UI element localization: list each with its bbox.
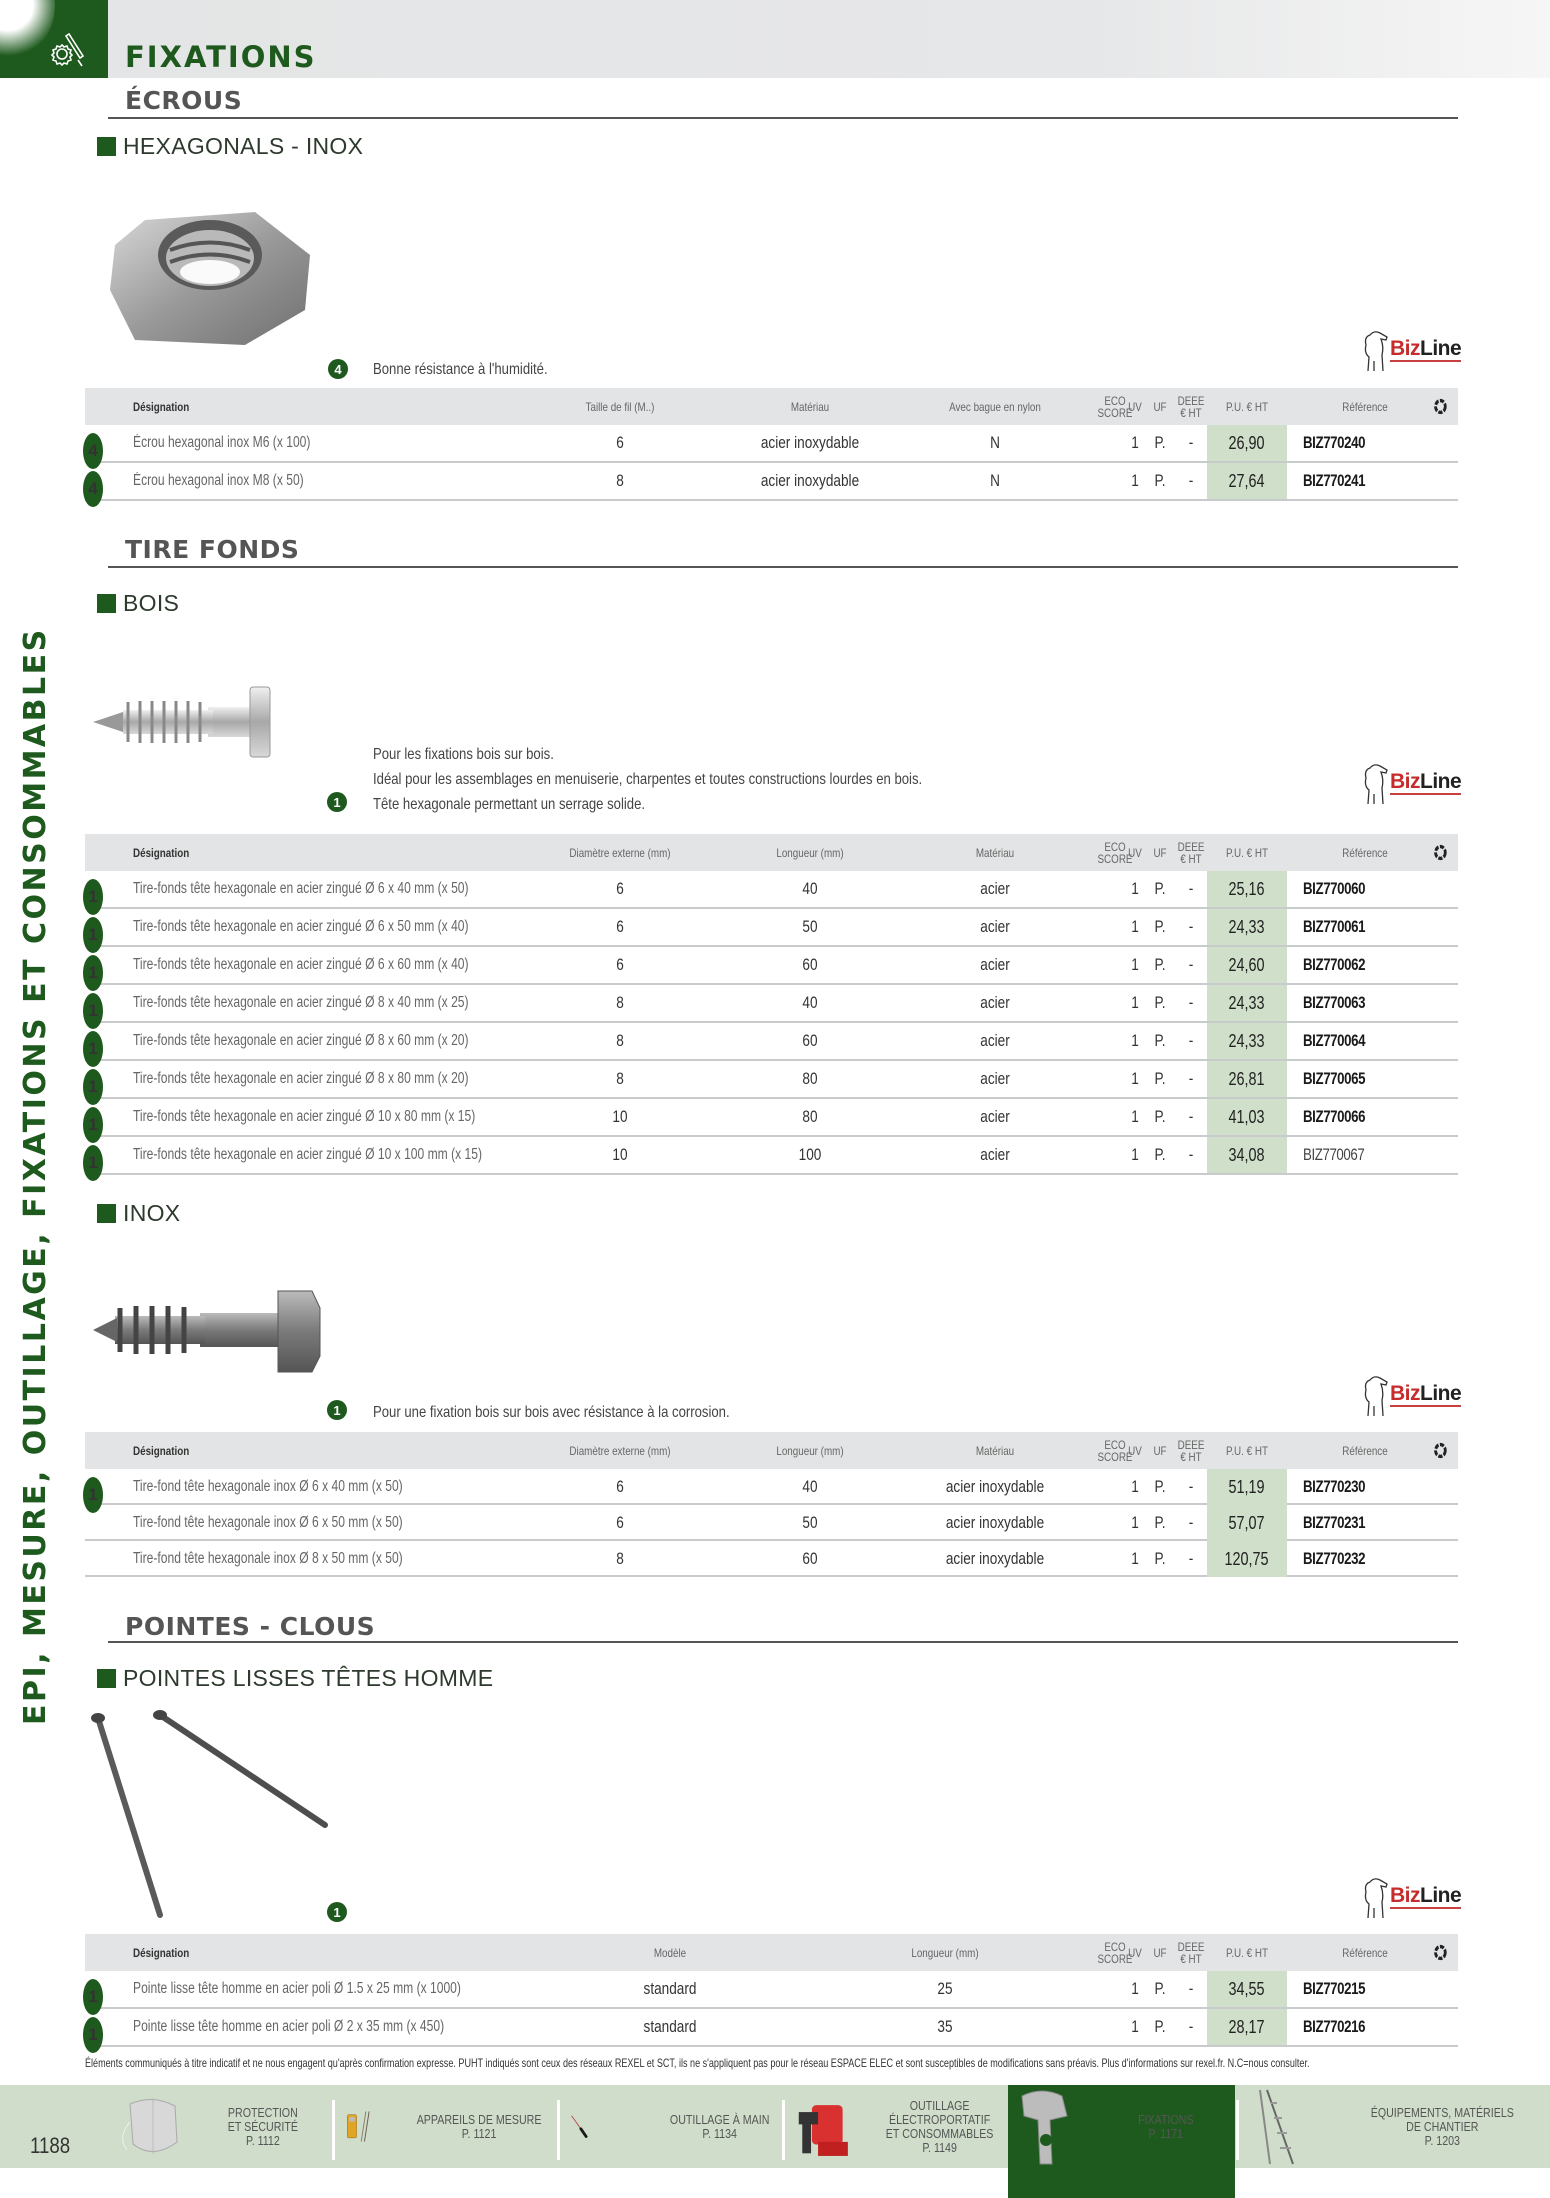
bear-icon xyxy=(1364,1376,1388,1417)
bear-icon xyxy=(1364,764,1388,805)
table-row[interactable]: 1 Tire-fonds tête hexagonale en acier zi… xyxy=(83,871,1458,915)
product-description: Pour une fixation bois sur bois avec rés… xyxy=(373,1404,730,1421)
tools-gear-icon xyxy=(50,32,85,67)
side-banner: EPI, MESURE, OUTILLAGE, FIXATIONS ET CON… xyxy=(18,627,53,1725)
product-table-tire-fonds-inox: Désignation Diamètre externe (mm) Longue… xyxy=(83,1432,1458,1577)
bear-icon xyxy=(1364,331,1388,372)
product-description: Pour les fixations bois sur bois. xyxy=(373,746,554,763)
page-number: 1188 xyxy=(30,2133,71,2158)
section-divider xyxy=(108,117,1458,119)
footer-nav-separator xyxy=(557,2100,560,2160)
product-table-tire-fonds-bois: Désignation Diamètre externe (mm) Longue… xyxy=(83,834,1458,1181)
table-row[interactable]: 1 Tire-fonds tête hexagonale en acier zi… xyxy=(83,947,1458,991)
feature-badge: 1 xyxy=(327,792,347,812)
table-row[interactable]: 4 Écrou hexagonal inox M6 (x 100) 6 acie… xyxy=(83,425,1458,469)
nails-image xyxy=(91,1710,328,1918)
power-drill-image xyxy=(798,2104,848,2156)
green-square-icon xyxy=(97,137,116,156)
recycle-icon xyxy=(1433,1944,1447,1961)
table-row[interactable]: 1 Tire-fonds tête hexagonale en acier zi… xyxy=(83,1061,1458,1105)
feature-badge: 1 xyxy=(327,1902,347,1922)
table-row[interactable]: 1 Tire-fonds tête hexagonale en acier zi… xyxy=(83,1023,1458,1067)
table-row[interactable]: 1 Pointe lisse tête homme en acier poli … xyxy=(83,1971,1458,2015)
footer-nav-bar xyxy=(0,2085,1550,2168)
green-square-icon xyxy=(97,1669,116,1688)
disclaimer-text: Éléments communiqués à titre indicatif e… xyxy=(85,2056,1310,2070)
screwdriver-image xyxy=(571,2115,588,2138)
section-title-pointes-clous: POINTES - CLOUS xyxy=(125,1612,376,1641)
recycle-icon xyxy=(1433,1442,1447,1459)
table-row[interactable]: 1 Tire-fonds tête hexagonale en acier zi… xyxy=(83,909,1458,953)
section-divider xyxy=(108,1641,1458,1643)
feature-badge: 4 xyxy=(328,359,348,379)
product-table-pointes: Désignation Modèle Longueur (mm) ECO SCO… xyxy=(83,1934,1458,2053)
recycle-icon xyxy=(1433,844,1447,861)
subsection-title-bois: BOIS xyxy=(97,590,179,617)
bear-icon xyxy=(1364,1878,1388,1919)
fixing-clamp-image xyxy=(1021,2090,1068,2164)
lag-screw-zinc-image xyxy=(93,686,271,758)
green-square-icon xyxy=(97,1204,116,1223)
subsection-title-hexagonals: HEXAGONALS - INOX xyxy=(97,133,363,160)
table-row[interactable]: 1 Tire-fonds tête hexagonale en acier zi… xyxy=(83,1099,1458,1143)
table-header: Désignation Taille de fil (M..) Matériau… xyxy=(85,388,1458,425)
footer-nav-separator xyxy=(332,2100,335,2160)
table-row[interactable]: Tire-fond tête hexagonale inox Ø 6 x 50 … xyxy=(85,1505,1458,1541)
product-table-ecrous: Désignation Taille de fil (M..) Matériau… xyxy=(83,388,1458,507)
ladder-image xyxy=(1259,2089,1294,2164)
top-header-band xyxy=(0,0,1550,78)
table-header: Désignation Diamètre externe (mm) Longue… xyxy=(85,834,1458,871)
section-divider xyxy=(108,566,1458,568)
bizline-logo: BizLine xyxy=(1360,325,1470,375)
table-row[interactable]: Tire-fond tête hexagonale inox Ø 8 x 50 … xyxy=(85,1541,1458,1577)
bizline-logo: BizLine xyxy=(1360,1370,1470,1420)
table-row[interactable]: 1 Tire-fond tête hexagonale inox Ø 6 x 4… xyxy=(83,1469,1458,1513)
subsection-title-pointes-lisses: POINTES LISSES TÊTES HOMME xyxy=(97,1665,493,1692)
section-title-ecrous: ÉCROUS xyxy=(125,86,243,115)
table-row[interactable]: 1 Tire-fonds tête hexagonale en acier zi… xyxy=(83,1137,1458,1181)
table-row[interactable]: 1 Pointe lisse tête homme en acier poli … xyxy=(83,2009,1458,2053)
table-row[interactable]: 1 Tire-fonds tête hexagonale en acier zi… xyxy=(83,985,1458,1029)
product-description: Bonne résistance à l'humidité. xyxy=(373,361,548,378)
product-description: Tête hexagonale permettant un serrage so… xyxy=(373,796,646,813)
green-square-icon xyxy=(97,594,116,613)
dust-mask-image xyxy=(122,2097,178,2154)
hex-nut-image xyxy=(110,212,310,345)
bizline-logo: BizLine xyxy=(1360,758,1470,808)
lag-screw-inox-image xyxy=(93,1290,321,1373)
table-row[interactable]: 4 Écrou hexagonal inox M8 (x 50) 8 acier… xyxy=(83,463,1458,507)
subsection-title-inox: INOX xyxy=(97,1200,180,1227)
page-title: FIXATIONS xyxy=(125,40,317,74)
footer-nav-separator xyxy=(1236,2100,1239,2160)
product-description: Idéal pour les assemblages en menuiserie… xyxy=(373,771,923,788)
recycle-icon xyxy=(1433,398,1447,415)
category-tab xyxy=(0,0,108,78)
table-header: Désignation Diamètre externe (mm) Longue… xyxy=(85,1432,1458,1469)
multimeter-image xyxy=(347,2111,370,2142)
bizline-logo: BizLine xyxy=(1360,1872,1470,1922)
feature-badge: 1 xyxy=(327,1400,347,1420)
table-header: Désignation Modèle Longueur (mm) ECO SCO… xyxy=(85,1934,1458,1971)
footer-nav-separator xyxy=(782,2100,785,2160)
section-title-tire-fonds: TIRE FONDS xyxy=(125,535,300,564)
